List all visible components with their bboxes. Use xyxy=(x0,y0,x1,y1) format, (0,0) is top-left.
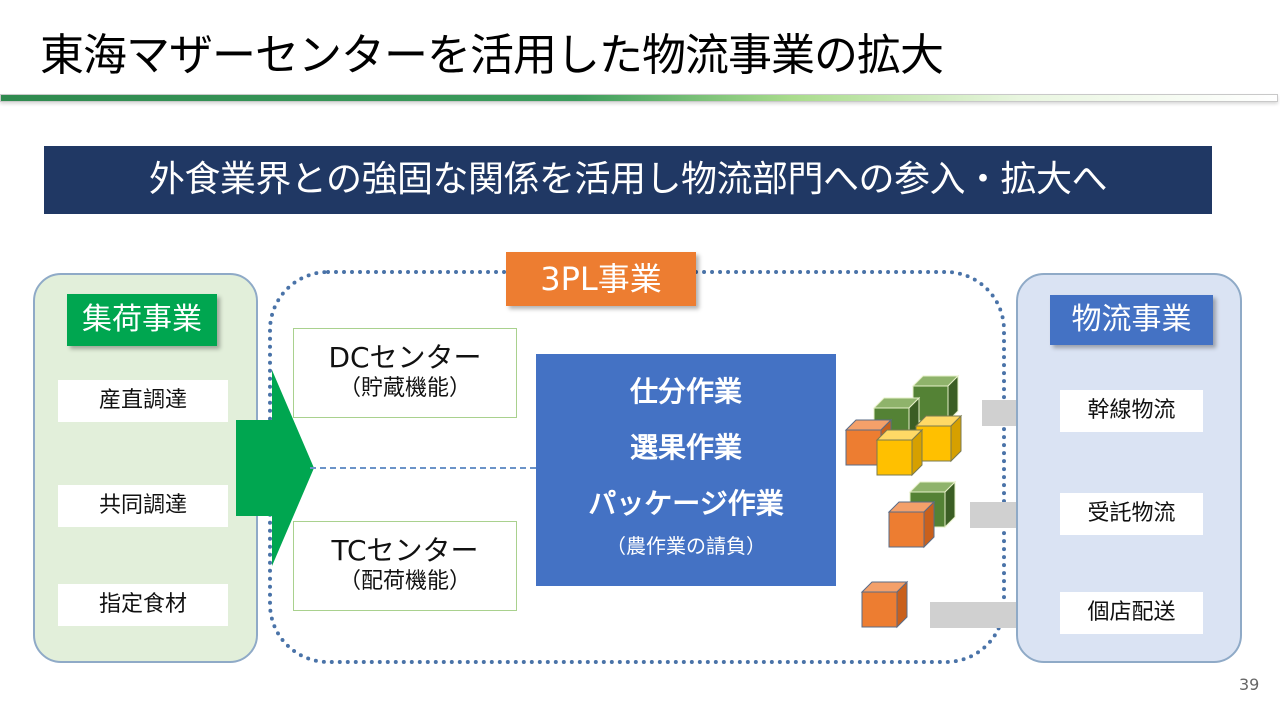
collection-business-label: 集荷事業 xyxy=(67,294,217,346)
dc-center-function: （貯蔵機能） xyxy=(338,376,471,401)
connector-dashed-line xyxy=(310,467,536,469)
logistics-business-label: 物流事業 xyxy=(1050,295,1213,345)
logistics-item: 受託物流 xyxy=(1060,493,1203,535)
tc-center-function: （配荷機能） xyxy=(338,569,471,594)
collection-item: 指定食材 xyxy=(58,584,228,626)
work-operations-box: 仕分作業 選果作業 パッケージ作業 （農作業の請負） xyxy=(536,354,836,586)
headline-banner: 外食業界との強固な関係を活用し物流部門への参入・拡大へ xyxy=(44,146,1212,214)
collection-item: 産直調達 xyxy=(58,380,228,422)
logistics-item: 幹線物流 xyxy=(1060,390,1203,432)
work-item: 仕分作業 xyxy=(629,375,742,408)
green-flow-arrow-icon xyxy=(236,370,314,566)
tc-center-title: TCセンター xyxy=(331,534,479,567)
slide-title: 東海マザーセンターを活用した物流事業の拡大 xyxy=(40,30,944,81)
page-number: 39 xyxy=(1239,675,1260,694)
logistics-item: 個店配送 xyxy=(1060,592,1203,634)
title-divider xyxy=(0,94,1278,102)
dc-center-box: DCセンター （貯蔵機能） xyxy=(293,328,517,418)
dc-center-title: DCセンター xyxy=(328,341,482,374)
3pl-business-label: 3PL事業 xyxy=(506,252,696,306)
work-item: 選果作業 xyxy=(629,431,742,464)
work-item: パッケージ作業 xyxy=(588,487,784,520)
work-note: （農作業の請負） xyxy=(606,534,766,558)
collection-item: 共同調達 xyxy=(58,485,228,527)
tc-center-box: TCセンター （配荷機能） xyxy=(293,521,517,611)
